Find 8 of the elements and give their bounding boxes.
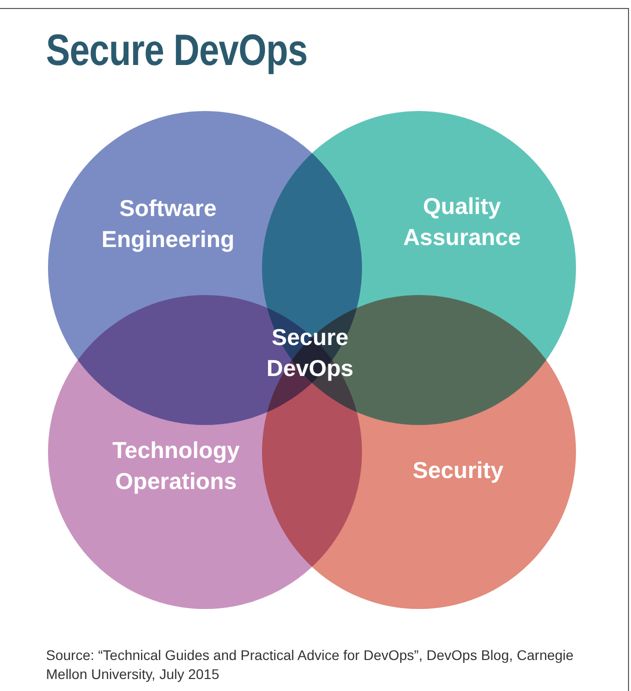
circle-label: Security bbox=[412, 456, 504, 485]
overlap-label: Secure DevOps bbox=[266, 323, 354, 383]
circle-label: Quality Assurance bbox=[402, 192, 522, 252]
title: Secure DevOps bbox=[46, 26, 308, 76]
circle-label: Technology Operations bbox=[111, 436, 241, 496]
circle-label: Software Engineering bbox=[100, 194, 236, 254]
venn-circle bbox=[262, 295, 576, 609]
source-caption: Source: “Technical Guides and Practical Advice for DevOps”, DevOps Blog, Carnegie Mellon University, July 2015 bbox=[46, 646, 575, 684]
